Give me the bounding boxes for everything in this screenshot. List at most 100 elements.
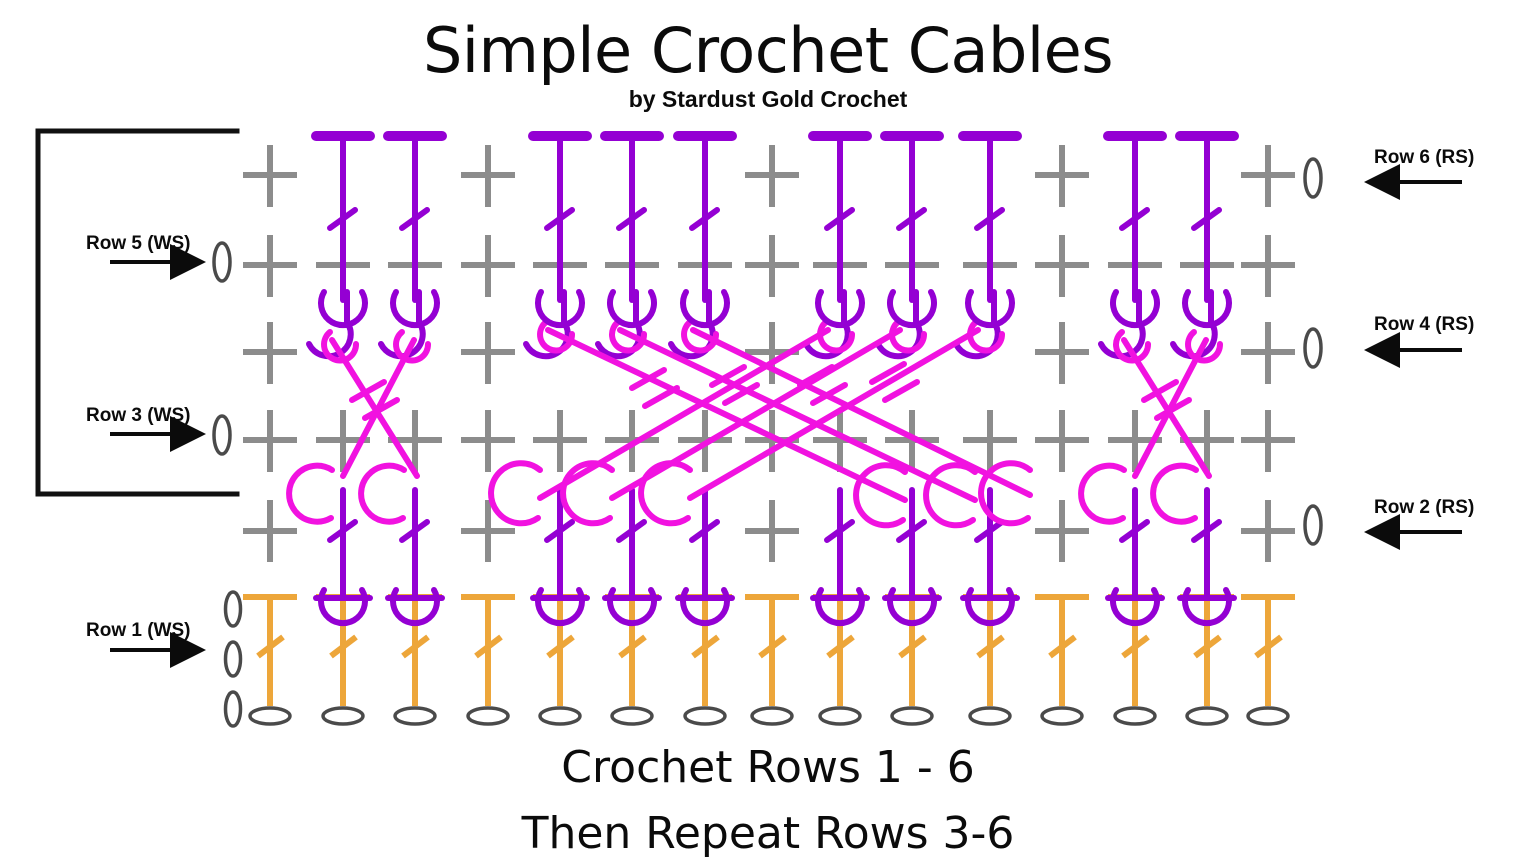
- cable-bottom-loop: [923, 462, 978, 529]
- cable-top-curl: [967, 319, 1006, 354]
- dc-symbol: [1035, 594, 1089, 706]
- cable-slash: [882, 379, 920, 403]
- post-stitch: [600, 131, 664, 329]
- cable-diagonal: [687, 327, 981, 501]
- cable-slash: [797, 364, 835, 388]
- post-hook: [378, 289, 426, 360]
- cable-diagonal: [537, 327, 831, 501]
- row-label-row-2: Row 2 (RS): [1374, 497, 1475, 518]
- cable-top-curl: [321, 329, 360, 364]
- cable-top-curl: [1113, 329, 1152, 364]
- row-label-row-3: Row 3 (WS): [86, 405, 191, 426]
- chain-oval: [321, 706, 365, 726]
- post-stitch: [810, 487, 870, 627]
- sc-symbol: [745, 235, 799, 297]
- row-2-single-crochets: [243, 500, 1295, 562]
- chain-oval: [610, 706, 654, 726]
- sc-symbol: [1241, 235, 1295, 297]
- cable-bottom-loop: [488, 460, 543, 527]
- cable-top-curl: [393, 329, 432, 364]
- sc-symbol: [1241, 410, 1295, 472]
- sc-symbol: [1035, 235, 1089, 297]
- sc-symbol: [1035, 145, 1089, 207]
- post-stitch: [673, 131, 737, 329]
- sc-symbol: [461, 145, 515, 207]
- chain-oval: [1113, 706, 1157, 726]
- page-title: Simple Crochet Cables: [422, 14, 1114, 87]
- post-stitch: [882, 487, 942, 627]
- cable-slash: [362, 397, 400, 421]
- cable-diagonal: [545, 327, 908, 503]
- chain-oval: [750, 706, 794, 726]
- post-stitch: [530, 487, 590, 627]
- cable-slash: [1154, 397, 1192, 421]
- cable-center: [488, 289, 1033, 529]
- chain-oval: [818, 706, 862, 726]
- sc-symbol: [461, 410, 515, 472]
- row-6-group: [243, 131, 1323, 329]
- post-stitch: [1177, 487, 1237, 627]
- turning-chain-row-3: [212, 414, 232, 456]
- cable-bottom-loop: [638, 460, 693, 527]
- sc-symbol: [745, 500, 799, 562]
- sc-symbol: [963, 410, 1017, 472]
- direction-arrows: [110, 164, 1462, 668]
- turning-chain-row-4: [1303, 327, 1323, 369]
- sc-symbol: [461, 322, 515, 384]
- post-stitch: [1175, 131, 1239, 329]
- cable-top-curl: [817, 319, 856, 354]
- cable-top-curl: [537, 319, 576, 354]
- cable-bottom-loop: [853, 462, 908, 529]
- post-stitch: [958, 131, 1022, 329]
- row-label-row-5: Row 5 (WS): [86, 233, 191, 254]
- row-4-single-crochets: [243, 322, 1295, 384]
- sc-symbol: [243, 145, 297, 207]
- sc-symbol: [533, 410, 587, 472]
- chain-oval: [1185, 706, 1229, 726]
- sc-symbol: [1241, 322, 1295, 384]
- sc-symbol: [243, 410, 297, 472]
- row-label-row-4: Row 4 (RS): [1374, 314, 1475, 335]
- row-label-row-6: Row 6 (RS): [1374, 147, 1475, 168]
- post-stitch: [808, 131, 872, 329]
- sc-symbol: [1035, 410, 1089, 472]
- chain-oval: [890, 706, 934, 726]
- sc-symbol: [1035, 500, 1089, 562]
- cable-left: [286, 289, 432, 525]
- chain-oval: [968, 706, 1012, 726]
- chain-oval: [538, 706, 582, 726]
- row-2-post-stitches: [313, 487, 1237, 627]
- footer-line-2: Then Repeat Rows 3-6: [521, 808, 1015, 859]
- post-stitch: [1103, 131, 1167, 329]
- chain-oval: [223, 590, 243, 628]
- sc-symbol: [243, 235, 297, 297]
- cable-slash: [1141, 379, 1179, 403]
- row-1-double-crochets: [243, 594, 1295, 706]
- cable-bottom-loop: [286, 462, 335, 525]
- sc-symbol: [1241, 145, 1295, 207]
- sc-symbol: [243, 322, 297, 384]
- post-stitch: [385, 487, 445, 627]
- chain-oval: [683, 706, 727, 726]
- row-4-group: [243, 289, 1323, 529]
- turning-chain-row-5: [212, 241, 232, 283]
- cable-top-curl: [889, 319, 928, 354]
- cable-diagonal: [1121, 337, 1212, 479]
- cable-slash: [810, 382, 848, 406]
- row-label-row-1: Row 1 (WS): [86, 620, 191, 641]
- cable-slash: [722, 382, 760, 406]
- cable-right: [1078, 289, 1224, 525]
- chain-oval: [393, 706, 437, 726]
- post-stitch: [383, 131, 447, 329]
- foundation-chain-row: [248, 706, 1290, 726]
- chain-oval: [1040, 706, 1084, 726]
- row-2-group: [243, 487, 1323, 627]
- cable-slash: [349, 379, 387, 403]
- post-stitch: [1105, 487, 1165, 627]
- sc-symbol: [813, 410, 867, 472]
- cable-top-curl: [681, 319, 720, 354]
- sc-symbol: [745, 145, 799, 207]
- row-6-single-crochets: [243, 145, 1295, 207]
